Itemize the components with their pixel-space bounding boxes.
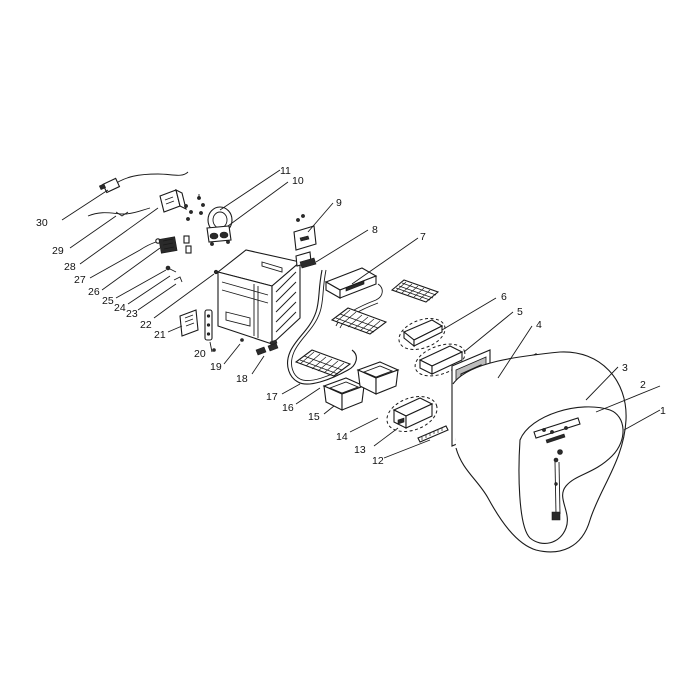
clip-part-24 [173, 276, 183, 283]
callout-8: 8 [372, 224, 378, 236]
side-panel-part [179, 309, 199, 337]
callout-13: 13 [354, 444, 366, 456]
callout-28: 28 [64, 261, 76, 273]
hinge-detail-part [533, 417, 581, 521]
callout-1: 1 [660, 405, 666, 417]
callout-10: 10 [292, 175, 304, 187]
control-knob-part [299, 257, 317, 269]
screw-part-19 [240, 338, 244, 342]
door-bin-upper-part [398, 317, 446, 351]
wire-shelf-upper-part [390, 279, 440, 303]
thermostat-part [293, 214, 317, 267]
freezer-compartment-part [324, 267, 378, 299]
callout-9: 9 [336, 197, 342, 209]
wire-shelf-middle-part [330, 307, 388, 335]
callout-14: 14 [336, 431, 348, 443]
callout-29: 29 [52, 245, 64, 257]
callout-25: 25 [102, 295, 114, 307]
wire-shelf-lower-part [294, 349, 352, 377]
drip-strip-part [417, 425, 449, 443]
callout-7: 7 [420, 231, 426, 243]
callout-23: 23 [126, 308, 138, 320]
callout-12: 12 [372, 455, 384, 467]
callout-11: 11 [280, 165, 291, 177]
callout-26: 26 [88, 286, 100, 298]
callout-20: 20 [194, 348, 206, 360]
power-cord-part [98, 171, 189, 194]
control-module-part [159, 188, 187, 213]
callout-numbers: 1 2 3 4 5 6 7 8 9 10 11 12 13 14 15 16 1… [36, 165, 666, 467]
callout-22: 22 [140, 319, 152, 331]
door-bin-lower-part [414, 343, 466, 377]
callout-17: 17 [266, 391, 278, 403]
callout-5: 5 [517, 306, 523, 318]
callout-2: 2 [640, 379, 646, 391]
callout-19: 19 [210, 361, 222, 373]
callout-15: 15 [308, 411, 320, 423]
callout-18: 18 [236, 373, 248, 385]
callout-4: 4 [536, 319, 542, 331]
crisper-box-left-part [322, 377, 366, 411]
detail-balloon [452, 351, 627, 553]
cabinet-body-part [216, 249, 302, 346]
connector-part [139, 238, 161, 251]
crisper-box-right-part [356, 361, 400, 395]
callout-16: 16 [282, 402, 294, 414]
callout-24: 24 [114, 302, 126, 314]
fitting-part [183, 235, 192, 254]
callout-27: 27 [74, 274, 86, 286]
callout-6: 6 [501, 291, 507, 303]
electronic-block-part [158, 236, 178, 254]
leader-lines [61, 169, 661, 459]
callout-30: 30 [36, 217, 48, 229]
screw-part-25 [165, 265, 177, 273]
bracket-part [204, 309, 216, 352]
wire-harness-part [87, 207, 151, 217]
screw-set-part [184, 194, 205, 221]
door-bin-bottom-part [386, 396, 438, 432]
callout-21: 21 [154, 329, 166, 341]
compressor-unit-part [206, 206, 233, 246]
hinge-part [255, 339, 279, 356]
callout-3: 3 [622, 362, 628, 374]
